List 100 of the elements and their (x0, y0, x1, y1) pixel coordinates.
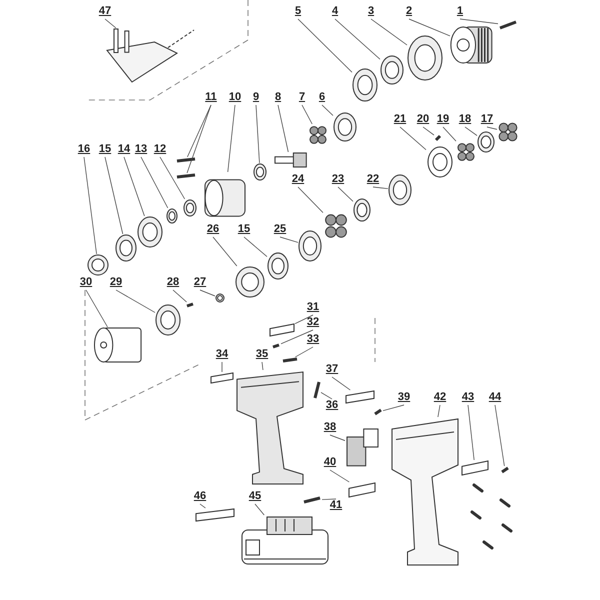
leader-line (212, 236, 238, 266)
leader-line (370, 18, 408, 46)
ring-part (183, 199, 197, 217)
leader-line (330, 434, 346, 441)
ring-part (166, 208, 178, 224)
pin-part (373, 408, 383, 416)
callout-number: 20 (413, 113, 433, 127)
leader-line (294, 314, 314, 324)
callout-number: 35 (252, 348, 272, 362)
callout-number: 23 (328, 173, 348, 187)
leader-line (298, 18, 352, 73)
label-sticker (348, 482, 376, 498)
leader-line (86, 290, 108, 328)
leader-line (372, 186, 388, 190)
leader-line (160, 156, 186, 200)
callout-number: 47 (95, 5, 115, 19)
leader-line (322, 104, 334, 116)
callout-number: 11 (201, 91, 221, 105)
leader-line (140, 156, 168, 208)
leader-line (382, 404, 404, 411)
leader-line (104, 18, 116, 28)
callout-number: 16 (74, 143, 94, 157)
ring-part (115, 234, 137, 262)
callout-number: 44 (485, 391, 505, 405)
housing-drawing (235, 370, 305, 486)
callout-number: 46 (190, 490, 210, 504)
leader-line (104, 156, 124, 234)
callout-number: 14 (114, 143, 134, 157)
carrier-drawing (426, 145, 454, 179)
label-sticker (195, 508, 235, 522)
pin-part (271, 343, 281, 349)
leader-line (200, 290, 216, 296)
pin-part (302, 496, 322, 504)
label-sticker (461, 460, 489, 476)
leader-line (280, 236, 298, 243)
motor-drawing (94, 327, 142, 363)
callout-number: 9 (246, 91, 266, 105)
callout-number: 3 (361, 5, 381, 19)
callout-number: 7 (292, 91, 312, 105)
callout-number: 40 (320, 456, 340, 470)
ring-part (477, 131, 495, 153)
leader-line (278, 104, 289, 152)
leader-line (408, 18, 450, 36)
ring-part (352, 68, 378, 102)
callout-number: 38 (320, 421, 340, 435)
leader-line (320, 392, 332, 400)
callout-number: 43 (458, 391, 478, 405)
leader-line (332, 376, 351, 390)
ring-part (87, 254, 109, 276)
charger-drawing (105, 28, 195, 84)
callout-number: 32 (303, 316, 323, 330)
callout-number: 6 (312, 91, 332, 105)
ring-part (215, 293, 225, 303)
leader-line (116, 290, 156, 313)
ring-part (155, 304, 181, 336)
ring-part (407, 35, 443, 81)
callout-number: 42 (430, 391, 450, 405)
callout-number: 8 (268, 91, 288, 105)
leader-line (227, 104, 236, 172)
label-sticker (345, 390, 375, 404)
callout-number: 4 (325, 5, 345, 19)
callout-number: 25 (270, 223, 290, 237)
leader-line (172, 290, 187, 302)
ring-part (388, 174, 412, 206)
ring-part (353, 198, 371, 222)
callout-number: 28 (163, 276, 183, 290)
ring-part (333, 112, 357, 142)
leader-line (400, 126, 426, 150)
chuck-drawing (450, 25, 494, 65)
callout-number: 37 (322, 363, 342, 377)
callout-number: 15 (234, 223, 254, 237)
callout-number: 13 (131, 143, 151, 157)
leader-line (460, 18, 498, 24)
leader-line (438, 404, 440, 418)
callout-number: 2 (399, 5, 419, 19)
gear-set-drawing (308, 124, 328, 146)
leader-line (256, 104, 260, 164)
leader-line (244, 236, 268, 257)
leader-line (187, 104, 212, 158)
callout-number: 10 (225, 91, 245, 105)
leader-line (468, 404, 474, 460)
pin-part (313, 380, 321, 400)
leader-line (200, 504, 206, 508)
pin-part (175, 157, 197, 163)
battery-drawing (240, 515, 330, 565)
ring-part (267, 252, 289, 280)
leader-line (254, 504, 265, 516)
callout-number: 24 (288, 173, 308, 187)
callout-number: 36 (322, 399, 342, 413)
callout-number: 27 (190, 276, 210, 290)
callout-number: 39 (394, 391, 414, 405)
pin-part (175, 173, 197, 179)
pin-part (500, 466, 510, 474)
leader-line (280, 330, 314, 344)
callout-number: 29 (106, 276, 126, 290)
leader-line (298, 186, 324, 213)
housing-drawing (390, 417, 460, 567)
callout-number: 21 (390, 113, 410, 127)
callout-number: 41 (326, 499, 346, 513)
callout-number: 17 (477, 113, 497, 127)
